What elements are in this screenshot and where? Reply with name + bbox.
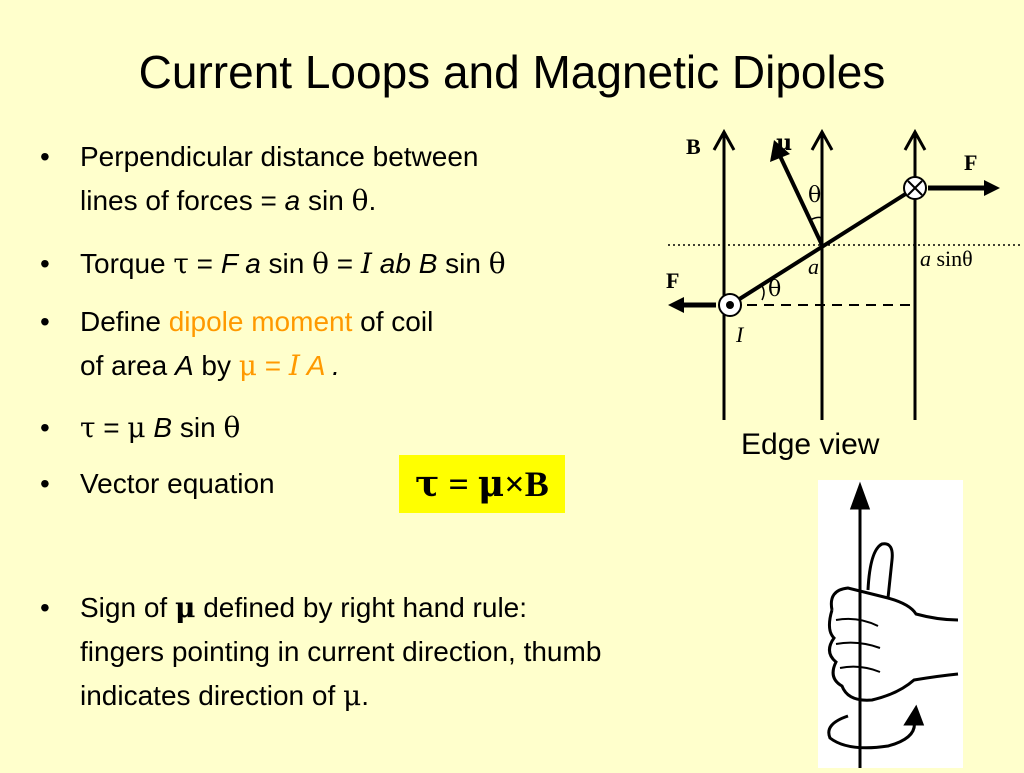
label-a-sin-theta: a sinθ <box>920 246 973 271</box>
label-force-right: F <box>964 150 977 175</box>
edge-view-caption: Edge view <box>741 428 880 461</box>
finger-line <box>835 617 879 627</box>
bullet-dot: • <box>40 306 50 337</box>
fist-outline <box>827 609 959 702</box>
finger-line <box>839 665 881 673</box>
bullet-dot: • <box>40 592 50 623</box>
mu-vector <box>778 155 824 246</box>
thumb-shape <box>866 542 894 599</box>
force-arrowhead <box>668 297 684 313</box>
rotation-arrow <box>827 714 916 750</box>
label-current: I <box>735 322 745 347</box>
page-title: Current Loops and Magnetic Dipoles <box>138 46 886 98</box>
field-arrowhead <box>712 128 736 151</box>
cross-mark <box>907 180 923 196</box>
coil-edge <box>728 186 917 307</box>
theta-arc <box>761 285 765 301</box>
label-theta-top: θ <box>808 183 821 208</box>
edge-view-diagram: B μ F F θ θ a a sinθ I <box>666 128 1020 420</box>
field-arrowhead <box>810 128 834 151</box>
dipole-moment-term: dipole moment <box>168 306 353 337</box>
right-hand-rule-image <box>818 480 963 768</box>
label-theta-bottom: θ <box>768 277 781 302</box>
dot-mark <box>726 301 734 309</box>
finger-line <box>835 641 881 649</box>
rotation-arrowhead <box>903 704 925 726</box>
field-lines <box>712 128 927 420</box>
label-mu: μ <box>776 130 792 156</box>
bullet-dot: • <box>40 248 50 279</box>
bullet-text: Perpendicular distance between <box>80 141 479 172</box>
bullet-dot: • <box>40 412 50 443</box>
force-arrowhead <box>984 180 1000 196</box>
vector-equation-box: τ = μ×B <box>399 455 565 513</box>
theta-arc <box>809 216 823 221</box>
right-hand-icon <box>827 481 959 768</box>
axis-arrowhead <box>849 481 871 510</box>
field-arrowhead <box>903 128 927 151</box>
bullet-dot: • <box>40 141 50 172</box>
bullet-dot: • <box>40 468 50 499</box>
fist-top <box>829 586 959 622</box>
label-b-field: B <box>686 134 701 159</box>
mu-arrowhead <box>770 140 790 162</box>
label-force-left: F <box>666 268 679 293</box>
label-a: a <box>808 254 819 279</box>
